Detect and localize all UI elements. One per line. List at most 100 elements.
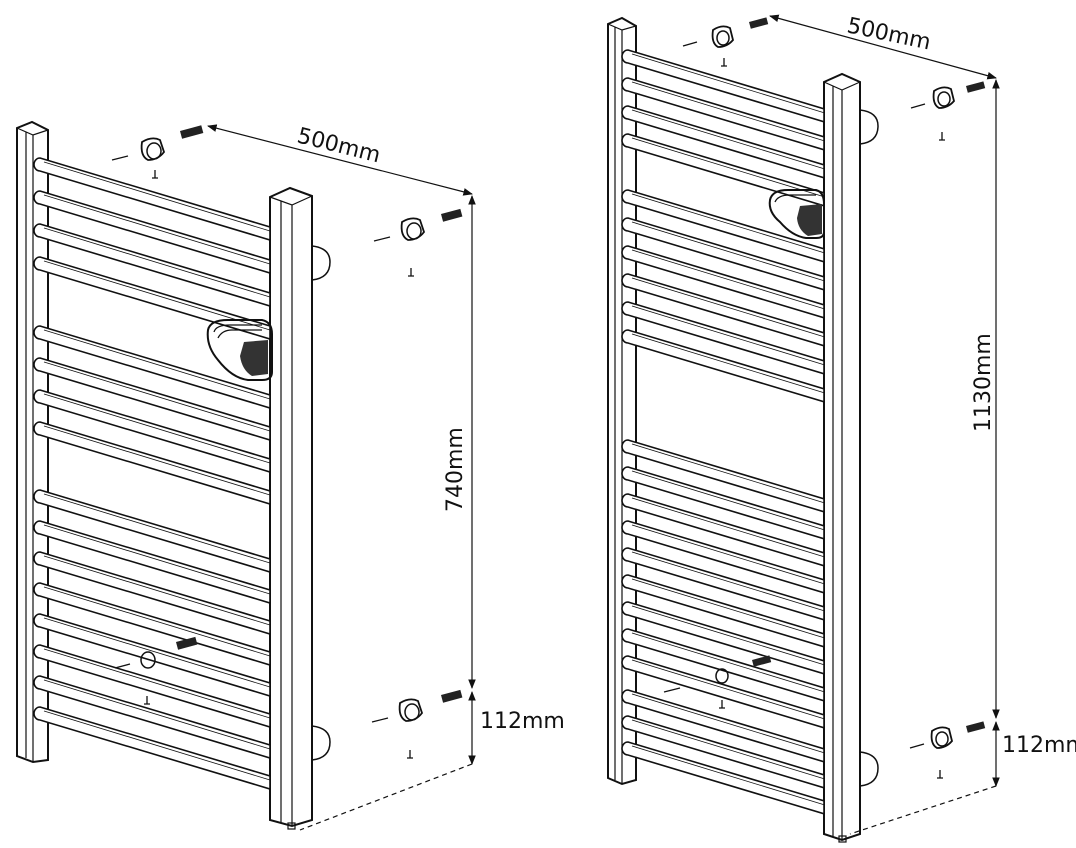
rail-tube xyxy=(621,329,825,403)
rail-tube-highlight xyxy=(631,109,825,170)
left-rail-top-left-bracket xyxy=(111,125,204,179)
rail-tube-highlight xyxy=(631,53,825,114)
rail-tube-highlight xyxy=(631,333,825,394)
rail-tube-highlight xyxy=(43,679,271,750)
right-towel-rail: 500mm 1130mm 112mm xyxy=(607,13,1076,843)
rail-tube xyxy=(621,493,825,567)
rail-tube-highlight xyxy=(631,277,825,338)
rail-tube-highlight xyxy=(43,425,271,496)
rail-tube xyxy=(621,547,825,621)
rail-tube-highlight xyxy=(631,745,825,806)
rail-tube-highlight xyxy=(631,719,825,780)
right-rail-bottom-right-bracket xyxy=(909,721,986,779)
rail-tube xyxy=(621,133,825,207)
rail-tube xyxy=(33,675,271,760)
right-rail-left-post xyxy=(607,16,637,786)
right-height-label: 1130mm xyxy=(971,333,996,432)
left-towel-rail: 500mm 740mm 112mm xyxy=(16,120,565,831)
rail-tube-highlight xyxy=(43,194,271,265)
rail-tube-highlight xyxy=(43,710,271,781)
rail-tube-highlight xyxy=(43,648,271,719)
rail-tube xyxy=(621,520,825,594)
left-rail-left-post xyxy=(16,120,49,764)
left-width-dimension: 500mm xyxy=(207,124,473,196)
right-rail-top-left-bracket xyxy=(682,17,769,67)
rail-tube-highlight xyxy=(43,524,271,595)
rail-tube-highlight xyxy=(631,578,825,639)
rail-tube xyxy=(621,601,825,675)
rail-tube-highlight xyxy=(43,260,271,331)
right-offset-label: 112mm xyxy=(1002,733,1076,758)
right-offset-dimension: 112mm xyxy=(849,721,1076,835)
right-width-dimension: 500mm xyxy=(769,13,997,80)
right-rail-top-right-bracket xyxy=(910,81,986,141)
rail-tube xyxy=(33,223,271,308)
rail-tube-highlight xyxy=(43,555,271,626)
rail-tube xyxy=(621,741,825,815)
rail-tube xyxy=(33,520,271,605)
rail-tube xyxy=(621,655,825,729)
rail-tube-highlight xyxy=(631,659,825,720)
right-rail-tubes xyxy=(621,49,825,815)
rail-tube xyxy=(621,49,825,123)
rail-tube-highlight xyxy=(631,305,825,366)
rail-tube xyxy=(621,273,825,347)
rail-tube xyxy=(33,706,271,791)
rail-tube xyxy=(33,644,271,729)
rail-tube-highlight xyxy=(631,632,825,693)
rail-tube-highlight xyxy=(631,605,825,666)
rail-tube-highlight xyxy=(631,221,825,282)
rail-tube xyxy=(621,217,825,291)
rail-tube-highlight xyxy=(631,249,825,310)
rail-tube xyxy=(621,77,825,151)
left-height-label: 740mm xyxy=(443,427,468,512)
rail-tube xyxy=(621,715,825,789)
rail-tube-highlight xyxy=(43,161,271,232)
rail-tube-highlight xyxy=(631,81,825,142)
rail-tube xyxy=(621,105,825,179)
rail-tube xyxy=(33,421,271,506)
right-rail-right-post xyxy=(823,72,879,843)
rail-tube-highlight xyxy=(43,227,271,298)
left-width-label: 500mm xyxy=(295,124,383,169)
rail-tube xyxy=(621,439,825,513)
rail-tube xyxy=(33,389,271,474)
rail-tube-highlight xyxy=(631,551,825,612)
rail-tube xyxy=(33,190,271,275)
rail-tube-highlight xyxy=(631,497,825,558)
rail-tube-highlight xyxy=(43,393,271,464)
rail-tube xyxy=(621,301,825,375)
left-offset-label: 112mm xyxy=(480,709,565,734)
rail-tube xyxy=(33,256,271,341)
left-height-dimension: 740mm xyxy=(443,195,476,689)
rail-tube-highlight xyxy=(631,524,825,585)
rail-tube xyxy=(33,582,271,667)
rail-tube-highlight xyxy=(631,193,825,254)
left-rail-controller xyxy=(206,319,273,381)
rail-tube-highlight xyxy=(43,586,271,657)
rail-tube-highlight xyxy=(43,493,271,564)
rail-tube-highlight xyxy=(631,443,825,504)
right-height-dimension: 1130mm xyxy=(971,79,1000,719)
rail-tube-highlight xyxy=(631,137,825,198)
rail-tube xyxy=(621,189,825,263)
rail-tube xyxy=(621,574,825,648)
left-rail-bottom-left-bracket xyxy=(114,636,198,705)
rail-tube xyxy=(33,357,271,442)
rail-tube xyxy=(621,245,825,319)
rail-tube-highlight xyxy=(43,361,271,432)
left-offset-dimension: 112mm xyxy=(299,691,565,831)
rail-tube xyxy=(33,489,271,574)
rail-tube-highlight xyxy=(43,329,271,400)
left-rail-bottom-right-bracket xyxy=(371,689,463,759)
right-rail-bottom-left-bracket xyxy=(663,655,772,709)
rail-tube xyxy=(33,551,271,636)
rail-tube xyxy=(621,466,825,540)
left-rail-top-right-bracket xyxy=(373,208,463,277)
rail-tube-highlight xyxy=(631,693,825,754)
left-rail-right-post xyxy=(269,186,331,830)
rail-tube-highlight xyxy=(43,617,271,688)
rail-tube xyxy=(33,325,271,410)
rail-tube xyxy=(33,157,271,242)
